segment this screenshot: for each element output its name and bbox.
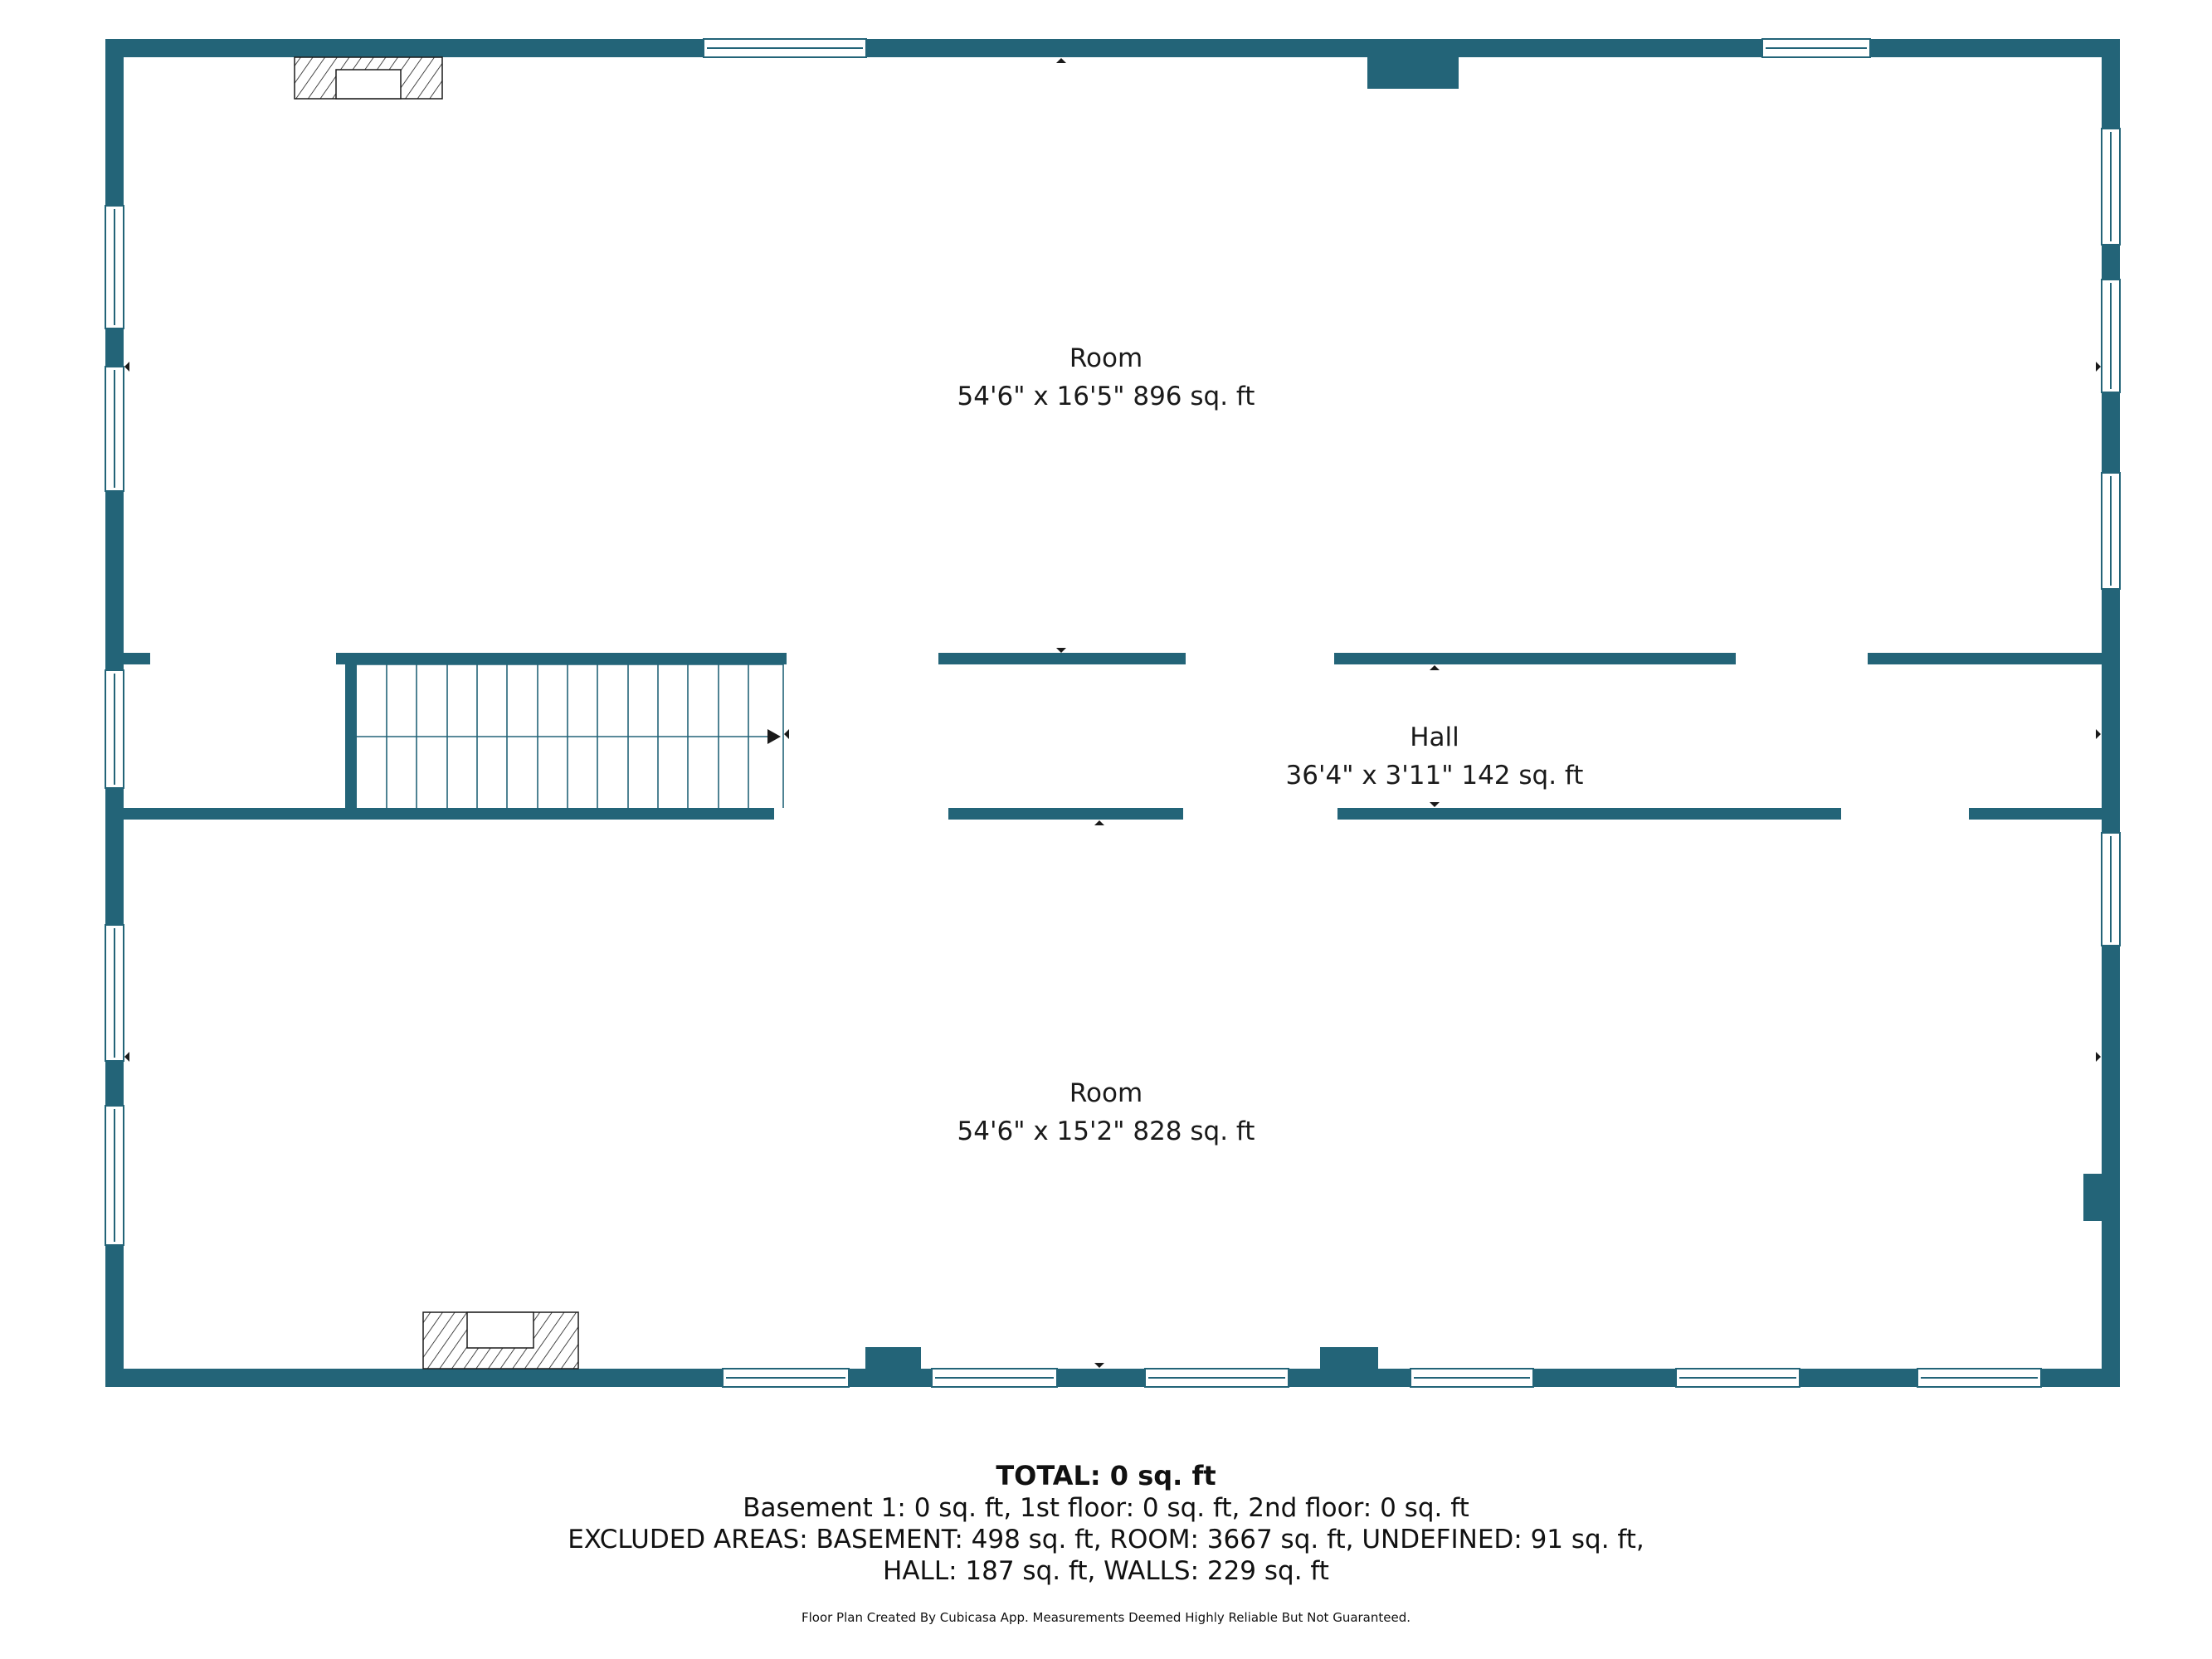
wall-lower-segment bbox=[1969, 808, 2102, 820]
door-opening bbox=[787, 653, 938, 664]
door-opening bbox=[1841, 808, 1969, 820]
wall-upper-segment bbox=[938, 653, 1186, 664]
door-opening bbox=[1183, 808, 1337, 820]
credit-note: Floor Plan Created By Cubicasa App. Meas… bbox=[801, 1610, 1411, 1625]
wall-upper-segment bbox=[336, 653, 787, 664]
room-dimensions: 36'4" x 3'11" 142 sq. ft bbox=[1285, 761, 1584, 791]
wall-upper-segment bbox=[1334, 653, 1736, 664]
wall-lower-segment bbox=[948, 808, 1183, 820]
door-opening bbox=[150, 653, 336, 664]
room-dimensions: 54'6" x 15'2" 828 sq. ft bbox=[957, 1117, 1255, 1146]
room-dimensions: 54'6" x 16'5" 896 sq. ft bbox=[957, 382, 1255, 411]
bottom-wall bbox=[105, 1369, 2120, 1387]
total-area: TOTAL: 0 sq. ft bbox=[996, 1460, 1216, 1491]
exterior-walls bbox=[105, 39, 2120, 1387]
room-label-upper: Room 54'6" x 16'5" 896 sq. ft bbox=[957, 339, 1255, 416]
room-label-hall: Hall 36'4" x 3'11" 142 sq. ft bbox=[1286, 718, 1584, 795]
excluded-areas-line-2: HALL: 187 sq. ft, WALLS: 229 sq. ft bbox=[883, 1556, 1329, 1586]
stair-side-wall bbox=[345, 664, 357, 808]
stair-arrow-icon bbox=[767, 729, 781, 744]
wall-upper-segment bbox=[124, 653, 150, 664]
room-name: Hall bbox=[1410, 722, 1459, 752]
fireplace-lower bbox=[422, 1311, 579, 1370]
wall-lower-segment bbox=[1337, 808, 1841, 820]
room-label-lower: Room 54'6" x 15'2" 828 sq. ft bbox=[957, 1074, 1255, 1151]
windows bbox=[105, 38, 2121, 1388]
column-block bbox=[865, 1347, 921, 1369]
dimension-markers bbox=[124, 58, 2101, 1368]
room-name: Room bbox=[1069, 1078, 1143, 1108]
wall-upper-segment bbox=[1868, 653, 2102, 664]
wall-protrusions bbox=[865, 57, 2102, 1369]
wall-lower-segment bbox=[124, 808, 774, 820]
door-opening bbox=[774, 808, 948, 820]
excluded-areas-line-1: EXCLUDED AREAS: BASEMENT: 498 sq. ft, RO… bbox=[568, 1525, 1644, 1554]
column-block bbox=[2083, 1174, 2102, 1221]
room-name: Room bbox=[1069, 343, 1143, 373]
staircase bbox=[357, 664, 784, 808]
floor-areas: Basement 1: 0 sq. ft, 1st floor: 0 sq. f… bbox=[743, 1493, 1469, 1523]
door-opening bbox=[1186, 653, 1334, 664]
door-opening bbox=[1736, 653, 1868, 664]
column-block bbox=[1320, 1347, 1378, 1369]
door-openings bbox=[150, 653, 1969, 820]
fireplace-upper bbox=[294, 56, 443, 100]
chimney-block bbox=[1367, 57, 1459, 89]
top-wall bbox=[105, 39, 2120, 57]
interior-walls bbox=[124, 653, 2102, 820]
